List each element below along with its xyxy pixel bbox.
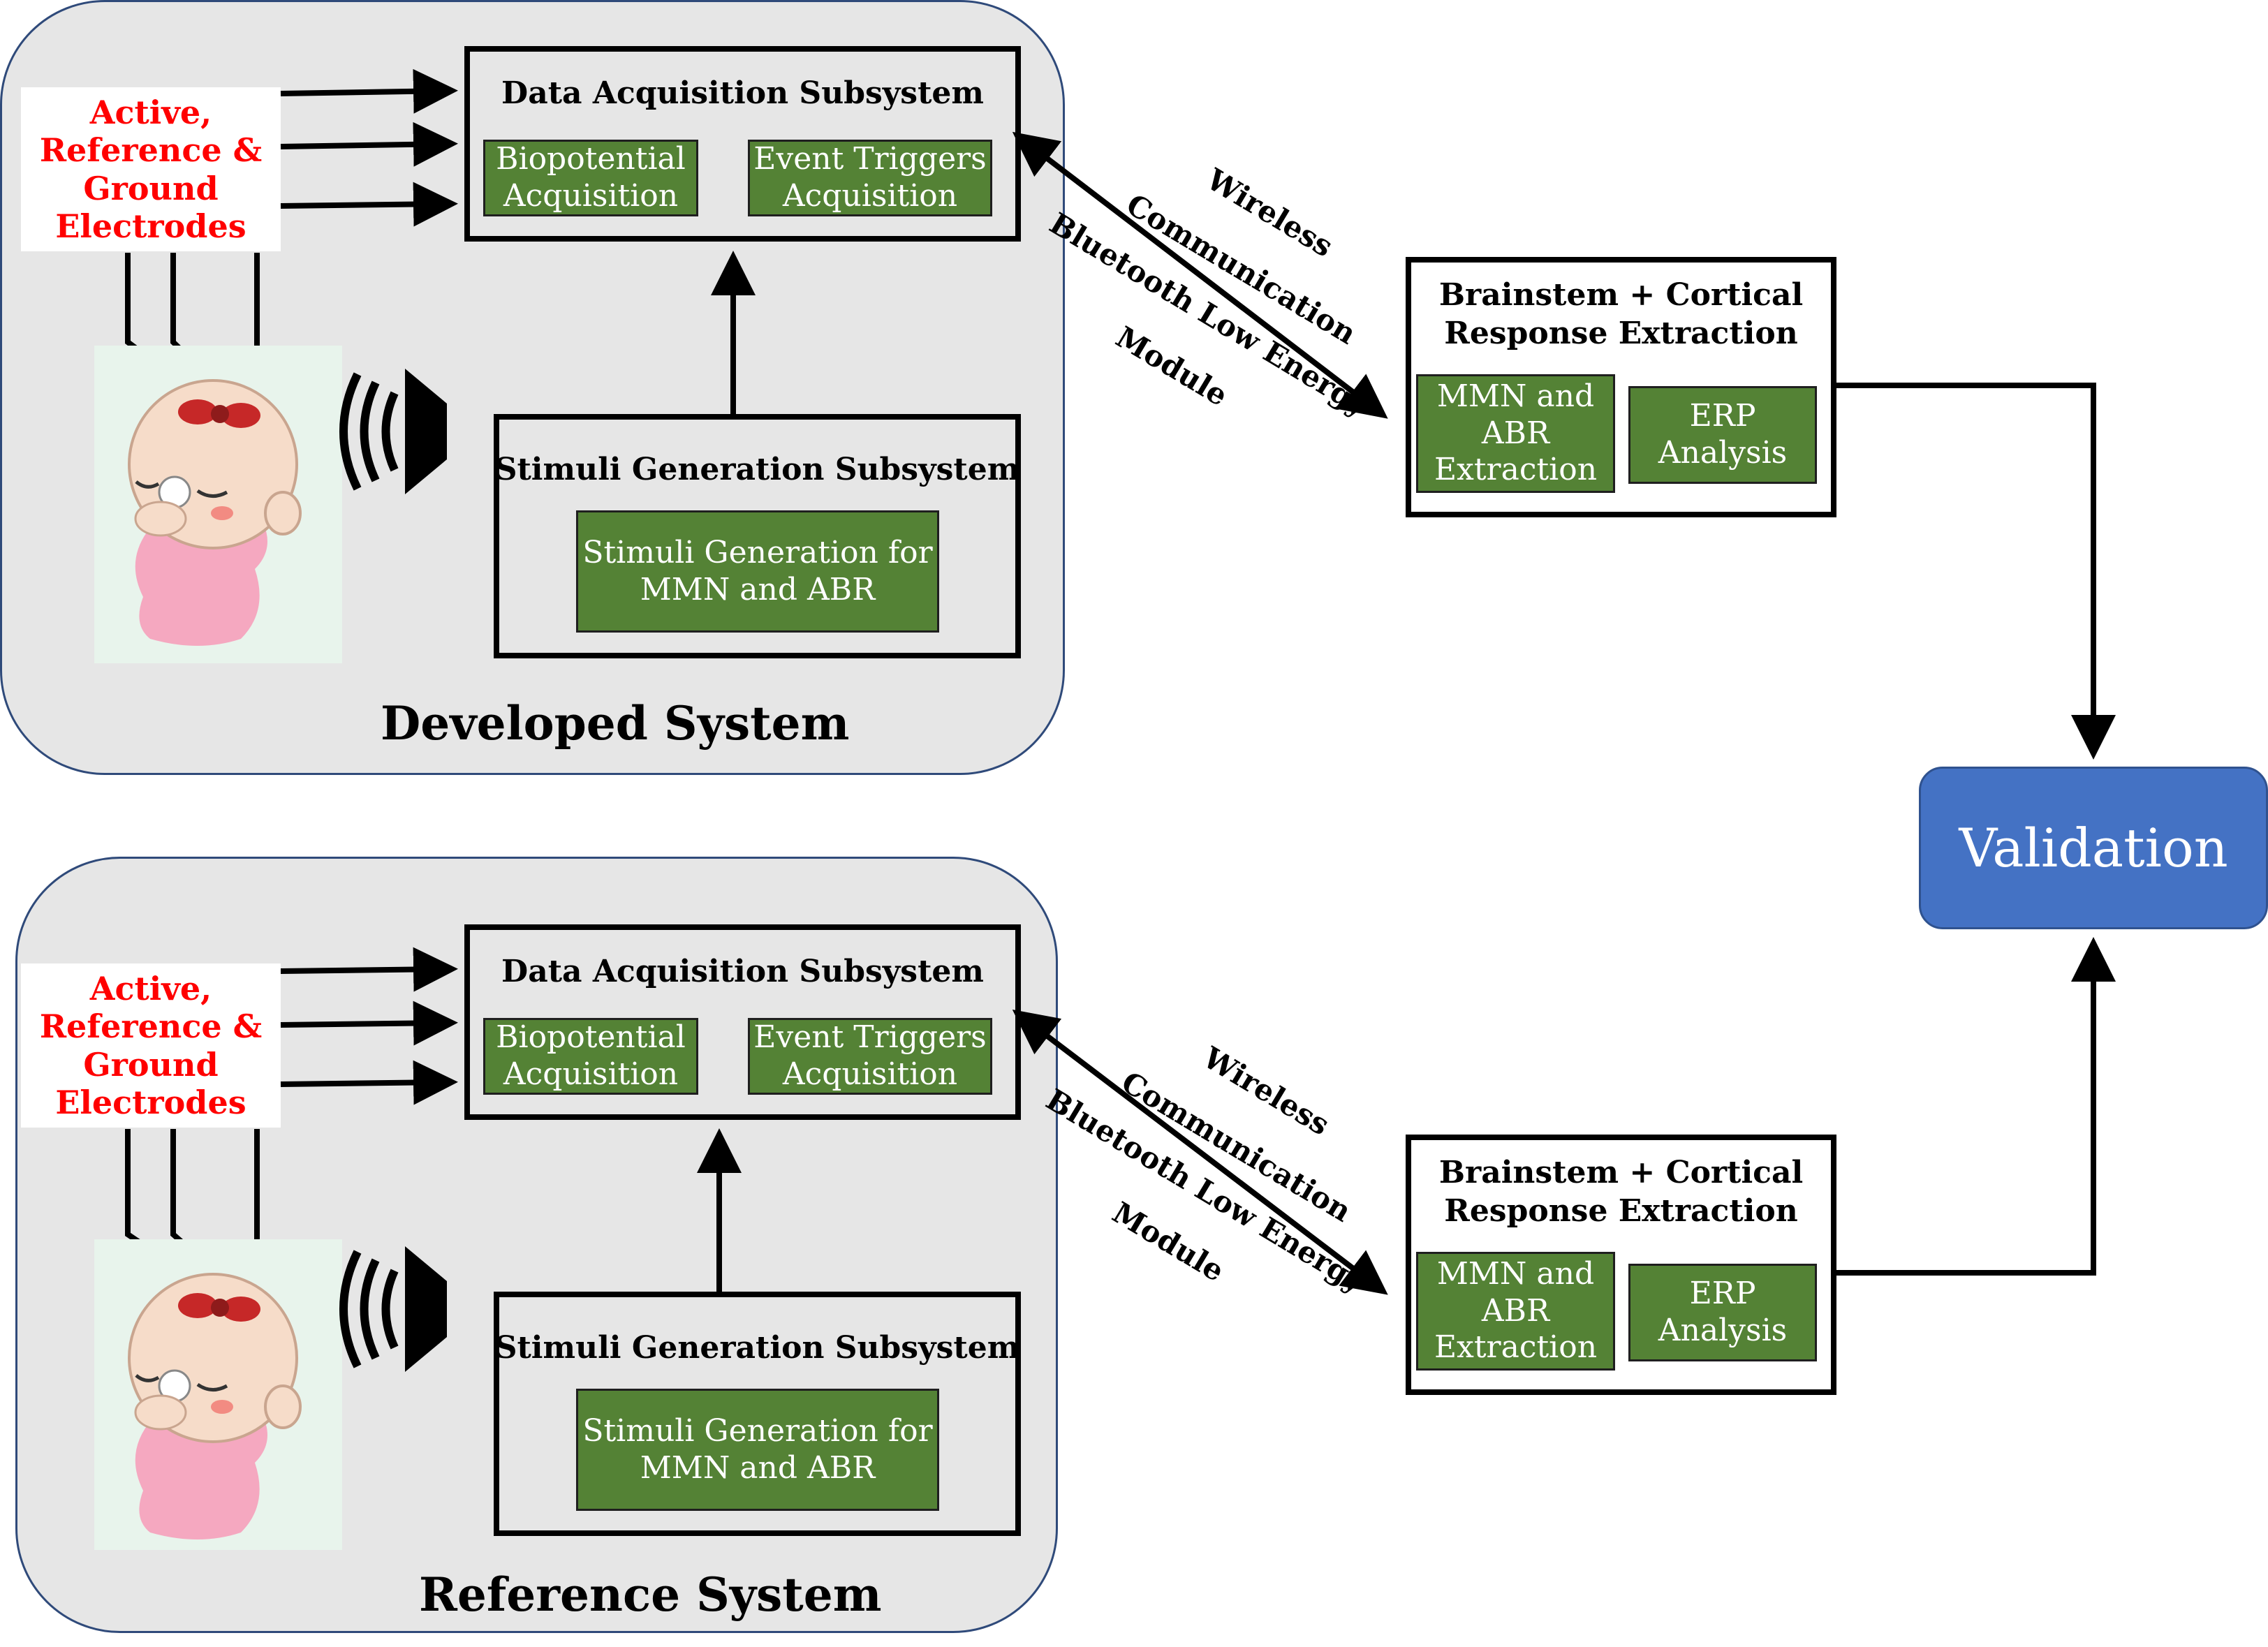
speaker-icon xyxy=(339,369,447,494)
extraction-title: Brainstem + Cortical Response Extraction xyxy=(1438,277,1804,351)
mmn-abr-extraction-box: MMN and ABR Extraction xyxy=(1416,374,1615,493)
sleeping-baby-icon xyxy=(94,346,342,663)
biopotential-acquisition-box: Biopotential Acquisition xyxy=(483,1018,698,1095)
erp-analysis-box: ERP Analysis xyxy=(1628,386,1817,484)
sleeping-baby-icon xyxy=(94,1239,342,1550)
extraction-to-validation-arrow xyxy=(1836,383,2116,760)
extraction-to-validation-arrow xyxy=(1836,937,2116,1276)
speaker-icon xyxy=(339,1246,447,1372)
electrode-arrows xyxy=(280,947,458,1105)
stimuli-generation-box: Stimuli Generation for MMN and ABR xyxy=(576,1389,939,1511)
wireless-link-arrow xyxy=(1012,1009,1388,1295)
stim-title: Stimuli Generation Subsystem xyxy=(494,452,1020,487)
stim-title: Stimuli Generation Subsystem xyxy=(494,1330,1020,1366)
developed-system-title: Developed System xyxy=(381,696,850,751)
event-triggers-acquisition-box: Event Triggers Acquisition xyxy=(748,1018,992,1095)
electrodes-label: Active, Reference & Ground Electrodes xyxy=(21,963,281,1128)
biopotential-acquisition-box: Biopotential Acquisition xyxy=(483,140,698,216)
erp-analysis-box: ERP Analysis xyxy=(1628,1264,1817,1361)
wireless-link-arrow xyxy=(1012,131,1388,419)
reference-system-title: Reference System xyxy=(419,1567,882,1622)
validation-box: Validation xyxy=(1919,767,2268,929)
daq-title: Data Acquisition Subsystem xyxy=(501,954,984,989)
stimuli-generation-subsystem xyxy=(494,1292,1021,1536)
event-triggers-acquisition-box: Event Triggers Acquisition xyxy=(748,140,992,216)
stimuli-generation-box: Stimuli Generation for MMN and ABR xyxy=(576,510,939,633)
electrode-arrows xyxy=(280,68,458,227)
daq-title: Data Acquisition Subsystem xyxy=(501,75,984,111)
stimuli-generation-subsystem xyxy=(494,414,1021,658)
mmn-abr-extraction-box: MMN and ABR Extraction xyxy=(1416,1252,1615,1371)
extraction-title: Brainstem + Cortical Response Extraction xyxy=(1438,1155,1804,1229)
electrodes-label: Active, Reference & Ground Electrodes xyxy=(21,87,281,251)
